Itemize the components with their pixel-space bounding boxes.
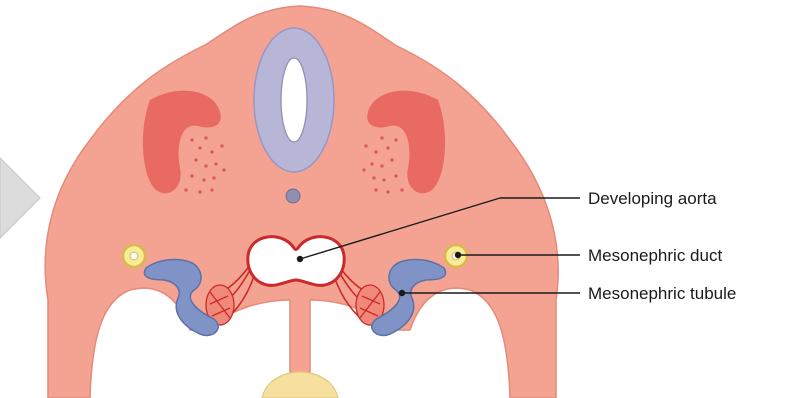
gut-tube [262,372,338,398]
label-mesonephric-tubule: Mesonephric tubule [588,284,736,303]
label-mesonephric-duct: Mesonephric duct [588,246,722,265]
label-developing-aorta: Developing aorta [588,189,717,208]
previous-arrow-icon[interactable] [0,158,40,238]
left-mesonephric-duct [123,245,145,267]
neural-canal [281,58,307,142]
notochord [286,189,300,203]
